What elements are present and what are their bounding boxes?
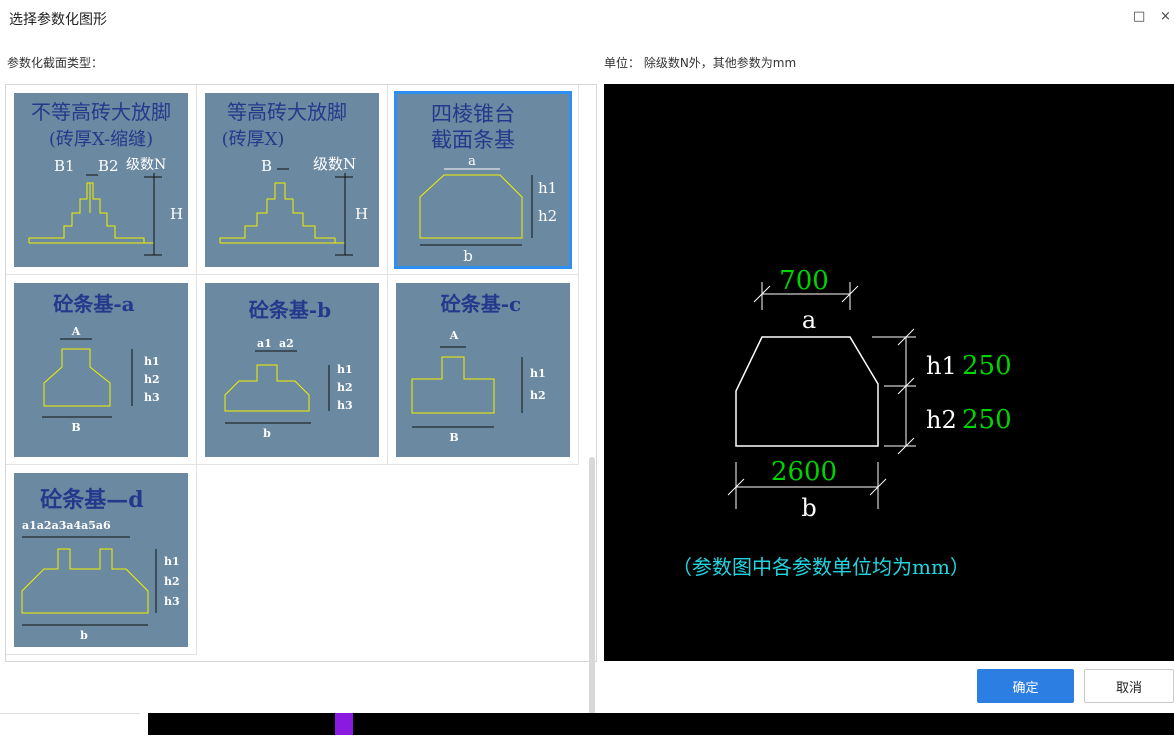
background-cad-canvas (148, 713, 1174, 735)
dim-label: H (170, 205, 183, 223)
thumb-title: 砼条基-c (441, 292, 521, 316)
dim-label: a1 (257, 337, 272, 350)
h1-value: 250 (962, 351, 1012, 381)
dim-label: b (463, 247, 473, 265)
shape-option-concrete-c[interactable]: 砼条基-c A h1 h2 B (388, 275, 579, 465)
dim-label: b (263, 427, 271, 440)
thumbnail: 等高砖大放脚 (砖厚X) B 级数N H (205, 93, 379, 267)
shape-option-concrete-a[interactable]: 砼条基-a A h1 h2 h3 B (6, 275, 197, 465)
thumbnail: 砼条基-a A h1 h2 h3 B (14, 283, 188, 457)
shape-grid: 不等高砖大放脚 (砖厚X-缩缝) B1 B2 级数N H 等高砖大放脚 (砖厚X… (5, 84, 597, 729)
ok-button[interactable]: 确定 (977, 669, 1074, 703)
thumb-subtitle: (砖厚X) (222, 129, 285, 150)
dim-label: h3 (164, 595, 180, 608)
thumb-title: 砼条基—d (40, 487, 143, 513)
thumbnail: 砼条基-c A h1 h2 B (396, 283, 570, 457)
dim-label: b (80, 629, 88, 642)
dim-label: B (449, 431, 458, 444)
thumbnail: 四棱锥台 截面条基 a h1 h2 b (394, 91, 572, 269)
dim-label: h1 (164, 555, 180, 568)
dim-label: h1 (144, 355, 160, 368)
background-panel (0, 713, 140, 736)
thumb-title: 砼条基-b (249, 298, 331, 322)
shape-option-concrete-b[interactable]: 砼条基-b a1 a2 h1 h2 h3 b (197, 275, 388, 465)
dim-label: h2 (164, 575, 180, 588)
a-label: a (802, 306, 816, 334)
thumbnail: 砼条基—d a1a2a3a4a5a6 h1 h2 h3 b (14, 473, 188, 647)
close-icon[interactable]: × (1160, 9, 1171, 24)
shape-option-unequal-brick-footing[interactable]: 不等高砖大放脚 (砖厚X-缩缝) B1 B2 级数N H (6, 85, 197, 275)
dim-label: 级数N (313, 155, 356, 173)
h1-label: h1 (926, 352, 957, 380)
maximize-icon[interactable]: □ (1133, 9, 1146, 24)
background-marker (335, 713, 353, 735)
a-value: 700 (779, 266, 829, 296)
dim-label: h3 (144, 391, 160, 404)
shape-option-pyramid-strip-footing[interactable]: 四棱锥台 截面条基 a h1 h2 b (388, 85, 579, 275)
dim-label: B (261, 157, 272, 175)
dim-label: 级数N (126, 157, 166, 173)
b-label: b (801, 494, 816, 522)
grid-scrollbar[interactable] (589, 457, 595, 729)
thumb-title: 不等高砖大放脚 (31, 100, 171, 124)
thumbnail: 砼条基-b a1 a2 h1 h2 h3 b (205, 283, 379, 457)
shape-option-equal-brick-footing[interactable]: 等高砖大放脚 (砖厚X) B 级数N H (197, 85, 388, 275)
dim-label: A (71, 325, 81, 338)
dim-label: a1a2a3a4a5a6 (22, 519, 111, 532)
parameter-preview-canvas[interactable]: 700 a h1 250 h2 250 2600 b （参数图中各参数单位均为m… (604, 84, 1174, 661)
thumb-subtitle: 截面条基 (431, 128, 515, 152)
dim-label: a (468, 154, 476, 169)
shape-option-concrete-d[interactable]: 砼条基—d a1a2a3a4a5a6 h1 h2 h3 b (6, 465, 197, 655)
dim-label: a2 (279, 337, 294, 350)
thumb-title: 等高砖大放脚 (227, 100, 347, 124)
unit-label: 单位： 除级数N外，其他参数为mm (604, 56, 797, 70)
dim-label: h3 (337, 399, 353, 412)
dim-label: B1 (54, 157, 75, 175)
dim-label: h2 (538, 207, 557, 225)
thumb-subtitle: (砖厚X-缩缝) (49, 129, 153, 150)
dim-label: h2 (337, 381, 353, 394)
b-value: 2600 (771, 457, 837, 487)
cancel-button[interactable]: 取消 (1084, 669, 1174, 703)
dim-label: B2 (98, 157, 119, 175)
dim-label: A (449, 329, 459, 342)
dialog-title: 选择参数化图形 (9, 12, 107, 28)
thumbnail: 不等高砖大放脚 (砖厚X-缩缝) B1 B2 级数N H (14, 93, 188, 267)
dim-label: h1 (337, 363, 353, 376)
background-app-strip (0, 713, 1174, 735)
dim-label: h1 (538, 179, 557, 197)
section-type-label: 参数化截面类型： (7, 56, 104, 70)
dim-label: B (71, 421, 80, 434)
dim-label: h2 (530, 389, 546, 402)
dim-label: h2 (144, 373, 160, 386)
thumb-title: 四棱锥台 (431, 102, 515, 126)
h2-label: h2 (926, 406, 957, 434)
thumb-title: 砼条基-a (53, 292, 134, 316)
unit-note: （参数图中各参数单位均为mm） (672, 555, 970, 579)
dim-label: h1 (530, 367, 546, 380)
h2-value: 250 (962, 405, 1012, 435)
dim-label: H (355, 205, 368, 223)
